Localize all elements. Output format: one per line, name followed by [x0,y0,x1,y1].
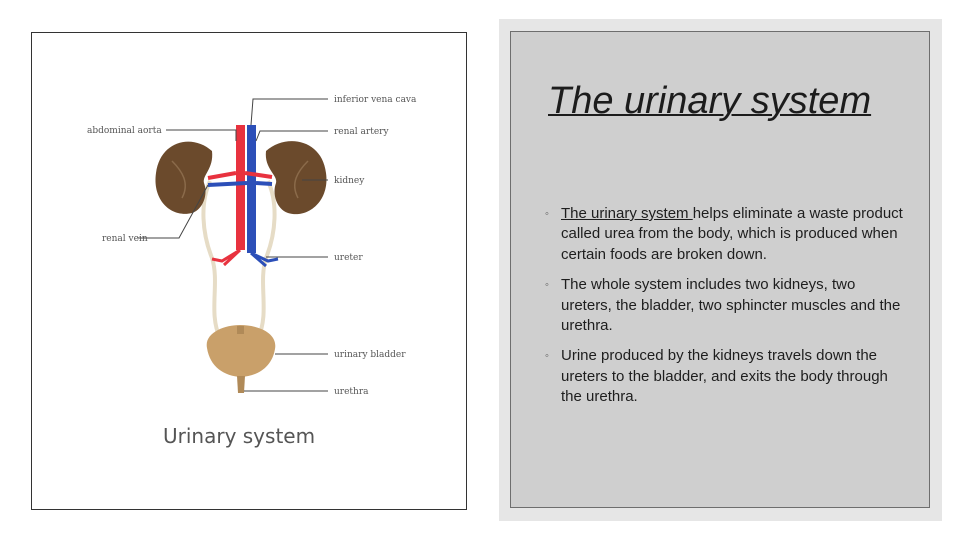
label-urinary-bladder: urinary bladder [334,350,406,360]
urethra [237,376,245,393]
renal-artery-right [244,171,273,179]
urinary-bladder [206,325,276,377]
bullet-item: ◦ The whole system includes two kidneys,… [545,276,901,335]
bullet-list: ◦ The urinary system helps eliminate a w… [545,204,905,418]
bullet-item: ◦ The urinary system helps eliminate a w… [545,205,903,263]
abdominal-aorta [236,125,245,250]
label-inferior-vena-cava: inferior vena cava [334,95,417,105]
bullet-marker: ◦ [545,279,549,292]
bullet-marker: ◦ [545,208,549,220]
label-urethra: urethra [334,387,369,397]
renal-vein-right [255,181,273,186]
bullet-item: ◦ Urine produced by the kidneys travels … [545,347,888,406]
label-abdominal-aorta: abdominal aorta [87,126,162,136]
renal-artery-left [207,171,237,180]
label-kidney: kidney [334,176,365,186]
slide-title: The urinary system [548,80,872,122]
figure-caption: Urinary system [163,424,315,448]
anatomy-image-frame: inferior vena cava abdominal aorta renal… [31,32,467,510]
label-renal-vein: renal vein [102,234,148,244]
inferior-vena-cava [247,125,256,253]
renal-vein-left [207,181,248,187]
label-ureter: ureter [334,253,363,263]
urinary-system-diagram: inferior vena cava abdominal aorta renal… [87,95,417,448]
label-renal-artery: renal artery [334,127,389,137]
right-ureter [256,180,277,339]
bullet-marker: ◦ [545,350,549,363]
slide-panel [510,31,930,508]
left-ureter [201,180,222,339]
